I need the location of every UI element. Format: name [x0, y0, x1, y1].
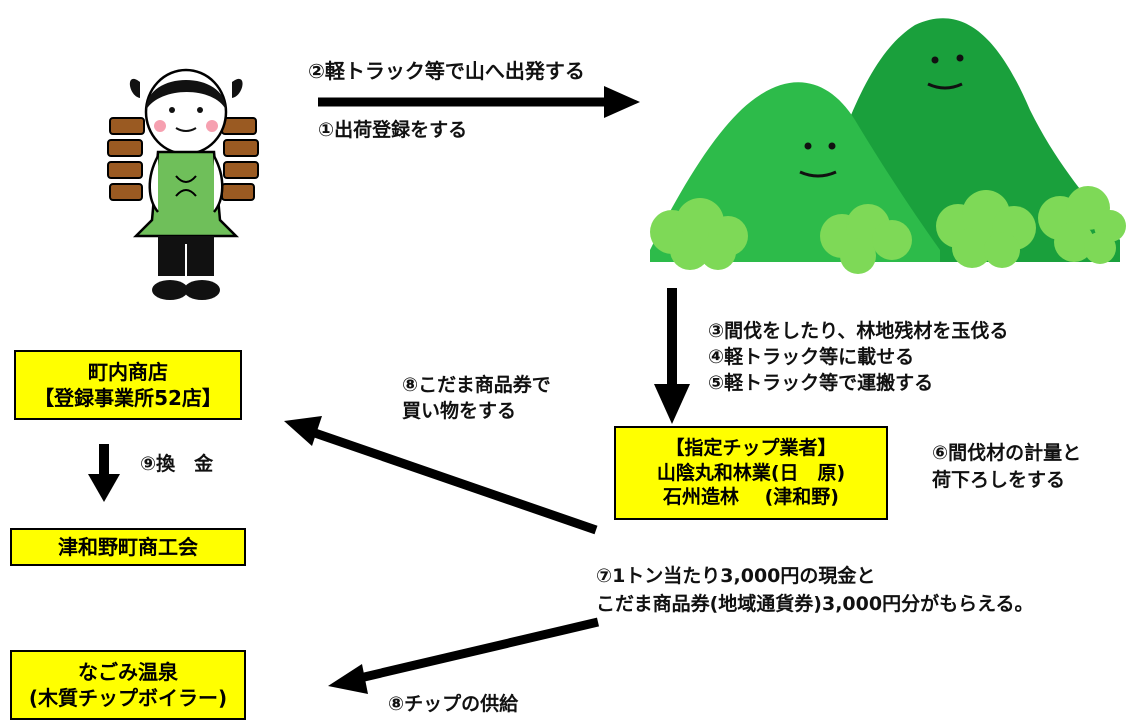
girl-illustration	[107, 68, 259, 300]
shop-box: 町内商店 【登録事業所52店】	[14, 350, 242, 420]
onsen-line1: なごみ温泉	[78, 660, 178, 684]
onsen-box: なごみ温泉 (木質チップボイラー)	[10, 650, 246, 720]
contractor-line2: 石州造林 (津和野)	[663, 486, 839, 509]
step8a-label: ⑧こだま商品券で 買い物をする	[402, 372, 551, 424]
arrow-to-shop	[284, 416, 598, 535]
step6-line2: 荷下ろしをする	[932, 469, 1066, 491]
step1-label: ①出荷登録をする	[318, 119, 468, 141]
step7-line1: ⑦1トン当たり3,000円の現金と	[596, 565, 876, 587]
step7-label: ⑦1トン当たり3,000円の現金と こだま商品券(地域通貨券)3,000円分がも…	[596, 562, 1034, 618]
step6-line1: ⑥間伐材の計量と	[932, 442, 1082, 464]
arrow-to-chamber	[88, 444, 120, 502]
contractor-title: 【指定チップ業者】	[665, 436, 837, 459]
step8b-label: ⑧チップの供給	[388, 693, 519, 715]
chamber-label: 津和野町商工会	[58, 535, 198, 559]
step5-line: ⑤軽トラック等で運搬する	[708, 372, 934, 394]
contractor-box: 【指定チップ業者】 山陰丸和林業(日 原) 石州造林 (津和野)	[614, 426, 888, 520]
arrow-to-onsen	[328, 617, 600, 694]
step7-line2: こだま商品券(地域通貨券)3,000円分がもらえる。	[596, 593, 1034, 615]
step8a-line1: ⑧こだま商品券で	[402, 374, 551, 396]
arrow-to-contractor	[654, 288, 690, 424]
contractor-line1: 山陰丸和林業(日 原)	[656, 461, 846, 484]
step8a-line2: 買い物をする	[402, 400, 517, 422]
shop-line1: 町内商店	[88, 360, 168, 384]
chamber-box: 津和野町商工会	[10, 528, 246, 566]
shop-line2: 【登録事業所52店】	[34, 386, 222, 410]
arrow-to-mountain	[318, 86, 640, 118]
mountain-illustration	[650, 18, 1126, 274]
step6-label: ⑥間伐材の計量と 荷下ろしをする	[932, 440, 1081, 494]
step4-line: ④軽トラック等に載せる	[708, 346, 915, 368]
step9-label: ⑨換 金	[140, 453, 214, 475]
step3-line: ③間伐をしたり、林地残材を玉伐る	[708, 320, 1009, 342]
onsen-line2: (木質チップボイラー)	[28, 686, 228, 710]
step2-label: ②軽トラック等で山へ出発する	[308, 59, 585, 83]
step345-label: ③間伐をしたり、林地残材を玉伐る ④軽トラック等に載せる ⑤軽トラック等で運搬す…	[708, 318, 1008, 396]
